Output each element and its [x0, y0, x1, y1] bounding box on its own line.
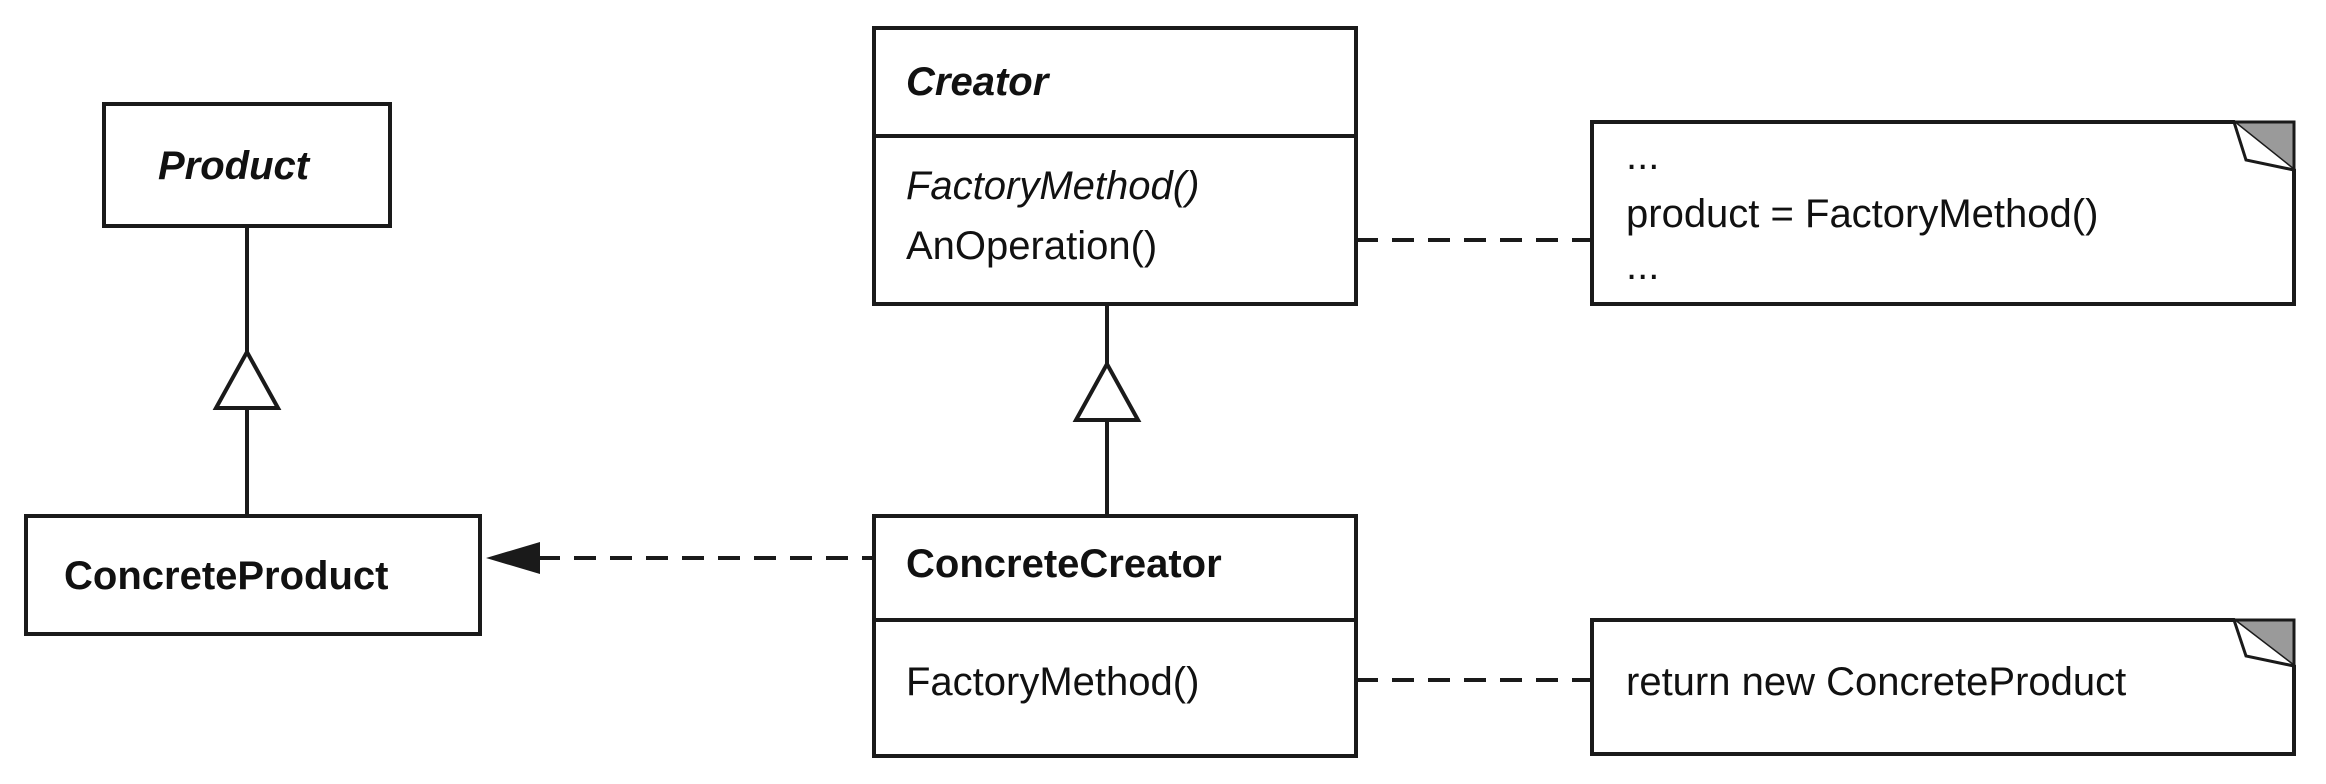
creator-note-shape	[1590, 120, 2296, 306]
creator-note-line-1: ...	[1626, 134, 1660, 178]
concrete-creator-operation-factorymethod: FactoryMethod()	[906, 660, 1200, 704]
creator-class: Creator FactoryMethod() AnOperation()	[872, 26, 1358, 306]
creator-note-line-3: ...	[1626, 244, 1660, 288]
concrete-product-class-name: ConcreteProduct	[64, 554, 389, 598]
product-inheritance-triangle	[212, 347, 282, 410]
creator-operation-factorymethod: FactoryMethod()	[906, 164, 1200, 208]
concrete-product-class: ConcreteProduct	[24, 514, 482, 636]
concrete-creator-class-name: ConcreteCreator	[906, 542, 1222, 586]
creator-operation-anoperation: AnOperation()	[906, 224, 1158, 268]
product-class-name: Product	[158, 144, 310, 188]
concrete-creator-note-fold-edge	[2232, 619, 2295, 668]
creator-note-line-2: product = FactoryMethod()	[1626, 192, 2099, 236]
dependency-arrowhead	[486, 542, 540, 574]
creator-note-fold-edge	[2232, 121, 2295, 172]
concrete-creator-class: ConcreteCreator FactoryMethod()	[872, 514, 1358, 758]
product-class: Product	[102, 102, 392, 228]
concrete-creator-class-divider	[876, 618, 1354, 622]
concrete-creator-note-shape	[1590, 618, 2296, 756]
creator-inheritance-triangle	[1072, 359, 1142, 422]
concrete-creator-note-line-1: return new ConcreteProduct	[1626, 660, 2127, 704]
creator-class-name: Creator	[906, 60, 1049, 104]
creator-class-divider	[876, 134, 1354, 138]
